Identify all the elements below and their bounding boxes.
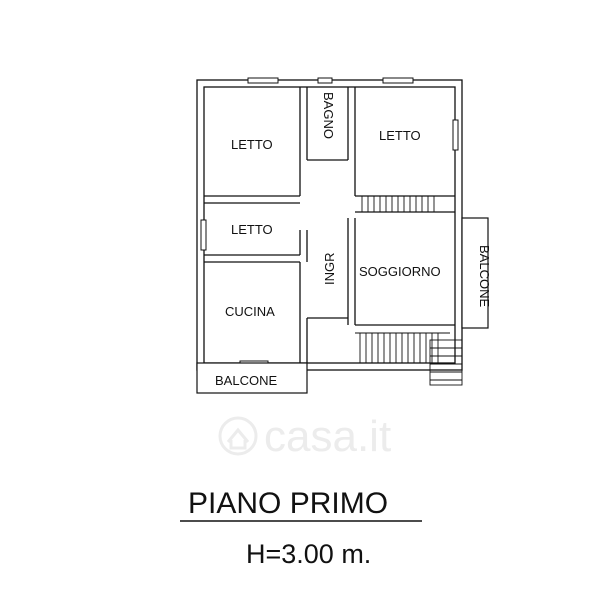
balconies (196, 217, 489, 394)
watermark-text: casa.it (264, 412, 391, 461)
room-label-letto-top-right: LETTO (379, 128, 421, 143)
house-logo-icon (218, 416, 258, 456)
height-note: H=3.00 m. (246, 539, 371, 569)
room-label-ingr: INGR (322, 253, 337, 286)
room-label-balcone-right: BALCONE (477, 245, 492, 307)
room-label-letto-top-left: LETTO (231, 137, 273, 152)
room-label-soggiorno: SOGGIORNO (359, 264, 441, 279)
room-label-balcone-bottom: BALCONE (215, 373, 277, 388)
room-label-letto-mid-left: LETTO (231, 222, 273, 237)
room-label-cucina: CUCINA (225, 304, 275, 319)
room-label-bagno: BAGNO (321, 92, 336, 139)
watermark: casa.it (218, 412, 391, 461)
stairs-lower (355, 332, 463, 386)
plan-title: PIANO PRIMO (188, 487, 388, 520)
stairs-upper (361, 196, 435, 212)
